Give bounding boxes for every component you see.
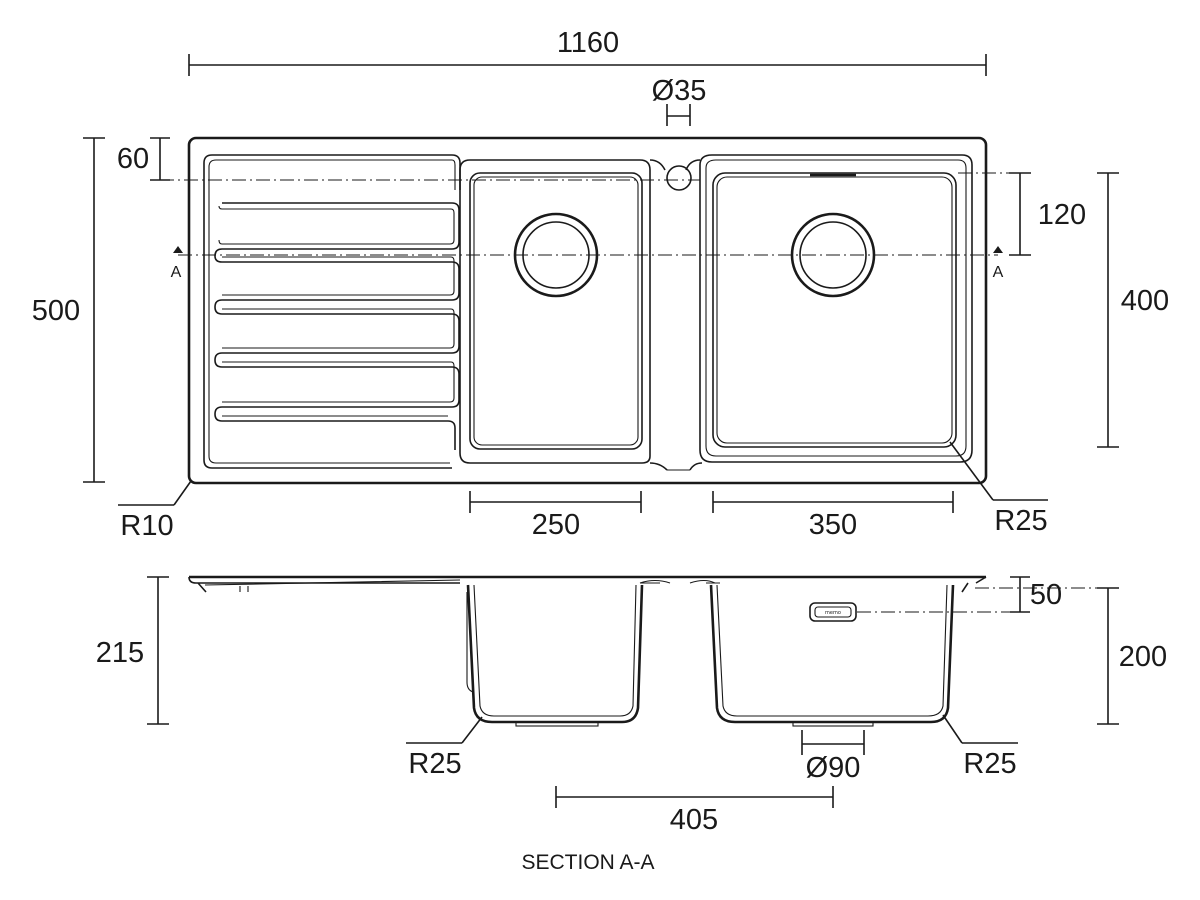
small-bowl: [459, 159, 651, 464]
drainer: [203, 154, 461, 469]
dim-tap-hole: Ø35: [652, 75, 707, 126]
section-large-bowl: memo: [709, 584, 955, 727]
sink-outline: [187, 136, 988, 485]
dim-overall-depth-label: 215: [96, 637, 144, 669]
dim-waste-spacing: 405: [555, 786, 834, 836]
center-divider: [649, 159, 703, 471]
leader-right-bowl-radius: R25: [942, 714, 1018, 780]
section-small-bowl: [466, 584, 644, 727]
dim-waste-offset-label: 120: [1038, 199, 1086, 231]
corner-radius-label: R10: [120, 510, 173, 542]
section-marker-right: A: [993, 246, 1004, 281]
dim-large-bowl-width-label: 350: [809, 509, 857, 541]
dim-bowl-depth-plan-label: 400: [1121, 285, 1169, 317]
large-bowl-waste-inner: [799, 221, 867, 289]
dim-tap-offset: 60: [117, 137, 170, 181]
section-marker-left: A: [171, 246, 183, 281]
dim-bowl-depth: 200: [1097, 587, 1167, 725]
dim-overall-length: 1160: [188, 27, 987, 76]
leader-corner-radius: R10: [118, 480, 192, 542]
leader-left-bowl-radius: R25: [406, 716, 483, 780]
dim-overall-length-label: 1160: [557, 27, 619, 59]
section-view: memo 215 50 200: [96, 575, 1167, 874]
dim-large-bowl-width: 350: [712, 491, 954, 541]
overflow-badge-label: memo: [825, 610, 841, 616]
plan-view: A A 1160 Ø35 500: [32, 27, 1169, 542]
drainer-ribs: [214, 202, 460, 450]
dim-bowl-depth-plan: 400: [1097, 172, 1169, 448]
dim-overall-width-label: 500: [32, 295, 80, 327]
overflow-badge: memo: [809, 602, 857, 622]
right-bowl-radius-label: R25: [963, 748, 1016, 780]
dim-overall-depth: 215: [96, 576, 169, 725]
tap-hole: [666, 165, 692, 191]
dim-tap-offset-label: 60: [117, 143, 149, 175]
dim-small-bowl-width-label: 250: [532, 509, 580, 541]
dim-waste-spacing-label: 405: [670, 804, 718, 836]
dim-waste-diameter: Ø90: [801, 730, 865, 784]
dim-tap-hole-label: Ø35: [652, 75, 707, 107]
section-title: SECTION A-A: [521, 851, 654, 874]
section-marker-left-label: A: [171, 264, 182, 281]
section-marker-right-label: A: [993, 264, 1004, 281]
section-small-bowl-waste: [515, 721, 599, 727]
section-large-bowl-waste: [792, 721, 874, 727]
bowl-corner-radius-label: R25: [994, 505, 1047, 537]
left-bowl-radius-label: R25: [408, 748, 461, 780]
dim-waste-diameter-label: Ø90: [806, 752, 861, 784]
leader-bowl-corner-radius: R25: [949, 441, 1048, 537]
dim-overall-width: 500: [32, 137, 105, 483]
dim-overflow-offset-label: 50: [1030, 579, 1062, 611]
dim-overflow-offset: 50: [1010, 576, 1062, 613]
dim-small-bowl-width: 250: [469, 491, 642, 541]
dim-bowl-depth-label: 200: [1119, 641, 1167, 673]
dim-waste-offset: 120: [1009, 172, 1086, 256]
large-bowl: [699, 154, 973, 463]
